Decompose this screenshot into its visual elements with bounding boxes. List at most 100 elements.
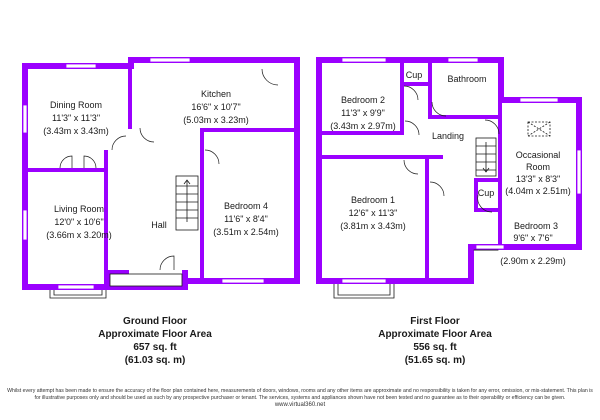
floor-area-sqm: (61.03 sq. m) xyxy=(124,355,186,366)
room-dimensions-metric: (3.66m x 3.20m) xyxy=(46,230,112,240)
room-dimensions: 11'3" x 9'9" xyxy=(341,108,385,118)
door-swing xyxy=(403,159,419,175)
wall xyxy=(498,57,504,103)
staircase xyxy=(475,137,497,177)
wall xyxy=(128,69,132,129)
door-swing xyxy=(83,155,97,169)
wall xyxy=(322,155,425,159)
room-name: Occasional xyxy=(516,150,561,160)
floor-area-sqm: (51.65 sq. m) xyxy=(404,355,466,366)
wall xyxy=(104,150,108,284)
wall xyxy=(200,128,204,278)
first-floor-plan: Bedroom 2 11'3" x 9'9" (3.43m x 2.97m) B… xyxy=(316,57,582,299)
room-name: Bedroom 3 xyxy=(514,221,558,231)
window xyxy=(221,278,265,284)
window xyxy=(475,244,505,250)
porch xyxy=(109,273,183,287)
window xyxy=(22,104,28,134)
wall xyxy=(468,244,582,250)
ground-floor-caption: Ground Floor Approximate Floor Area 657 … xyxy=(60,315,250,367)
room-dimensions: 12'0" x 10'6" xyxy=(54,217,103,227)
wall xyxy=(322,131,404,135)
room-name: Landing xyxy=(432,131,464,141)
window xyxy=(149,57,191,63)
room-dimensions: 11'3" x 11'3" xyxy=(52,113,100,123)
floor-area-sqft: 657 sq. ft xyxy=(133,342,177,353)
wall xyxy=(22,63,28,290)
room-name: Cup xyxy=(478,188,495,198)
room-dining-room: Dining Room 11'3" x 11'3" (3.43m x 3.43m… xyxy=(43,100,109,136)
door-swing xyxy=(159,255,175,271)
floor-area-label: Approximate Floor Area xyxy=(378,329,492,340)
wall xyxy=(468,244,474,284)
wall xyxy=(294,57,300,284)
room-name: Bedroom 4 xyxy=(224,201,268,211)
room-bedroom-3: Bedroom 3 9'6" x 7'6" (2.90m x 2.29m) xyxy=(500,221,566,266)
window xyxy=(447,57,479,63)
window xyxy=(519,97,559,103)
wall xyxy=(316,278,474,284)
door-swing xyxy=(403,85,419,101)
room-dimensions: 13'3" x 8'3" xyxy=(516,174,560,184)
room-name: Cup xyxy=(406,70,423,80)
room-name: Bedroom 1 xyxy=(351,195,395,205)
room-dimensions-metric: (2.90m x 2.29m) xyxy=(500,256,566,266)
floor-title: First Floor xyxy=(410,316,460,327)
room-landing: Landing xyxy=(432,131,464,141)
door-swing xyxy=(59,155,73,169)
room-name: Kitchen xyxy=(201,89,231,99)
disclaimer: Whilst every attempt has been made to en… xyxy=(6,388,594,409)
door-swing xyxy=(261,68,279,86)
room-cupboard-lower: Cup xyxy=(478,188,495,198)
website-link[interactable]: www.virtual360.net xyxy=(274,402,326,408)
wall xyxy=(28,168,104,172)
door-swing xyxy=(484,119,500,135)
room-bathroom: Bathroom xyxy=(447,74,486,84)
floor-area-label: Approximate Floor Area xyxy=(98,329,212,340)
bay-window xyxy=(53,290,103,296)
wall xyxy=(428,115,500,119)
wall xyxy=(404,82,428,86)
wall xyxy=(316,57,504,63)
wall xyxy=(104,270,129,274)
wall xyxy=(200,128,294,132)
staircase xyxy=(175,175,199,231)
room-bedroom-4: Bedroom 4 11'6" x 8'4" (3.51m x 2.54m) xyxy=(213,201,279,237)
disclaimer-text: Whilst every attempt has been made to en… xyxy=(7,388,593,401)
door-swing xyxy=(139,127,155,143)
wall xyxy=(128,57,134,69)
floor-area-sqft: 556 sq. ft xyxy=(413,342,457,353)
wall xyxy=(474,208,498,212)
room-name: Hall xyxy=(151,220,167,230)
room-name: Living Room xyxy=(54,204,104,214)
door-swing xyxy=(431,101,447,117)
floor-title: Ground Floor xyxy=(123,316,187,327)
room-dimensions-metric: (3.43m x 2.97m) xyxy=(330,121,396,131)
room-cupboard-upper: Cup xyxy=(406,70,423,80)
wall xyxy=(474,178,478,212)
wall xyxy=(429,155,443,159)
skylight xyxy=(527,121,551,137)
wall xyxy=(400,63,404,135)
wall xyxy=(425,155,429,278)
door-swing xyxy=(404,120,420,136)
room-dimensions-metric: (4.04m x 2.51m) xyxy=(505,186,571,196)
door-swing xyxy=(477,194,493,213)
window xyxy=(22,209,28,241)
wall xyxy=(128,57,300,63)
room-name: Dining Room xyxy=(50,100,102,110)
bay-window xyxy=(333,284,395,299)
ground-floor-plan: Dining Room 11'3" x 11'3" (3.43m x 3.43m… xyxy=(22,57,300,299)
window xyxy=(341,278,387,284)
room-dimensions-metric: (3.43m x 3.43m) xyxy=(43,126,109,136)
bay-window xyxy=(49,290,107,299)
room-hall: Hall xyxy=(151,220,167,230)
room-occasional-room: Occasional Room 13'3" x 8'3" (4.04m x 2.… xyxy=(505,150,571,196)
room-dimensions: 11'6" x 8'4" xyxy=(224,214,268,224)
window xyxy=(341,57,387,63)
room-kitchen: Kitchen 16'6" x 10'7" (5.03m x 3.23m) xyxy=(183,89,249,125)
room-name-line-2: Room xyxy=(526,162,550,172)
door-swing xyxy=(204,149,220,165)
first-floor-caption: First Floor Approximate Floor Area 556 s… xyxy=(340,315,530,367)
